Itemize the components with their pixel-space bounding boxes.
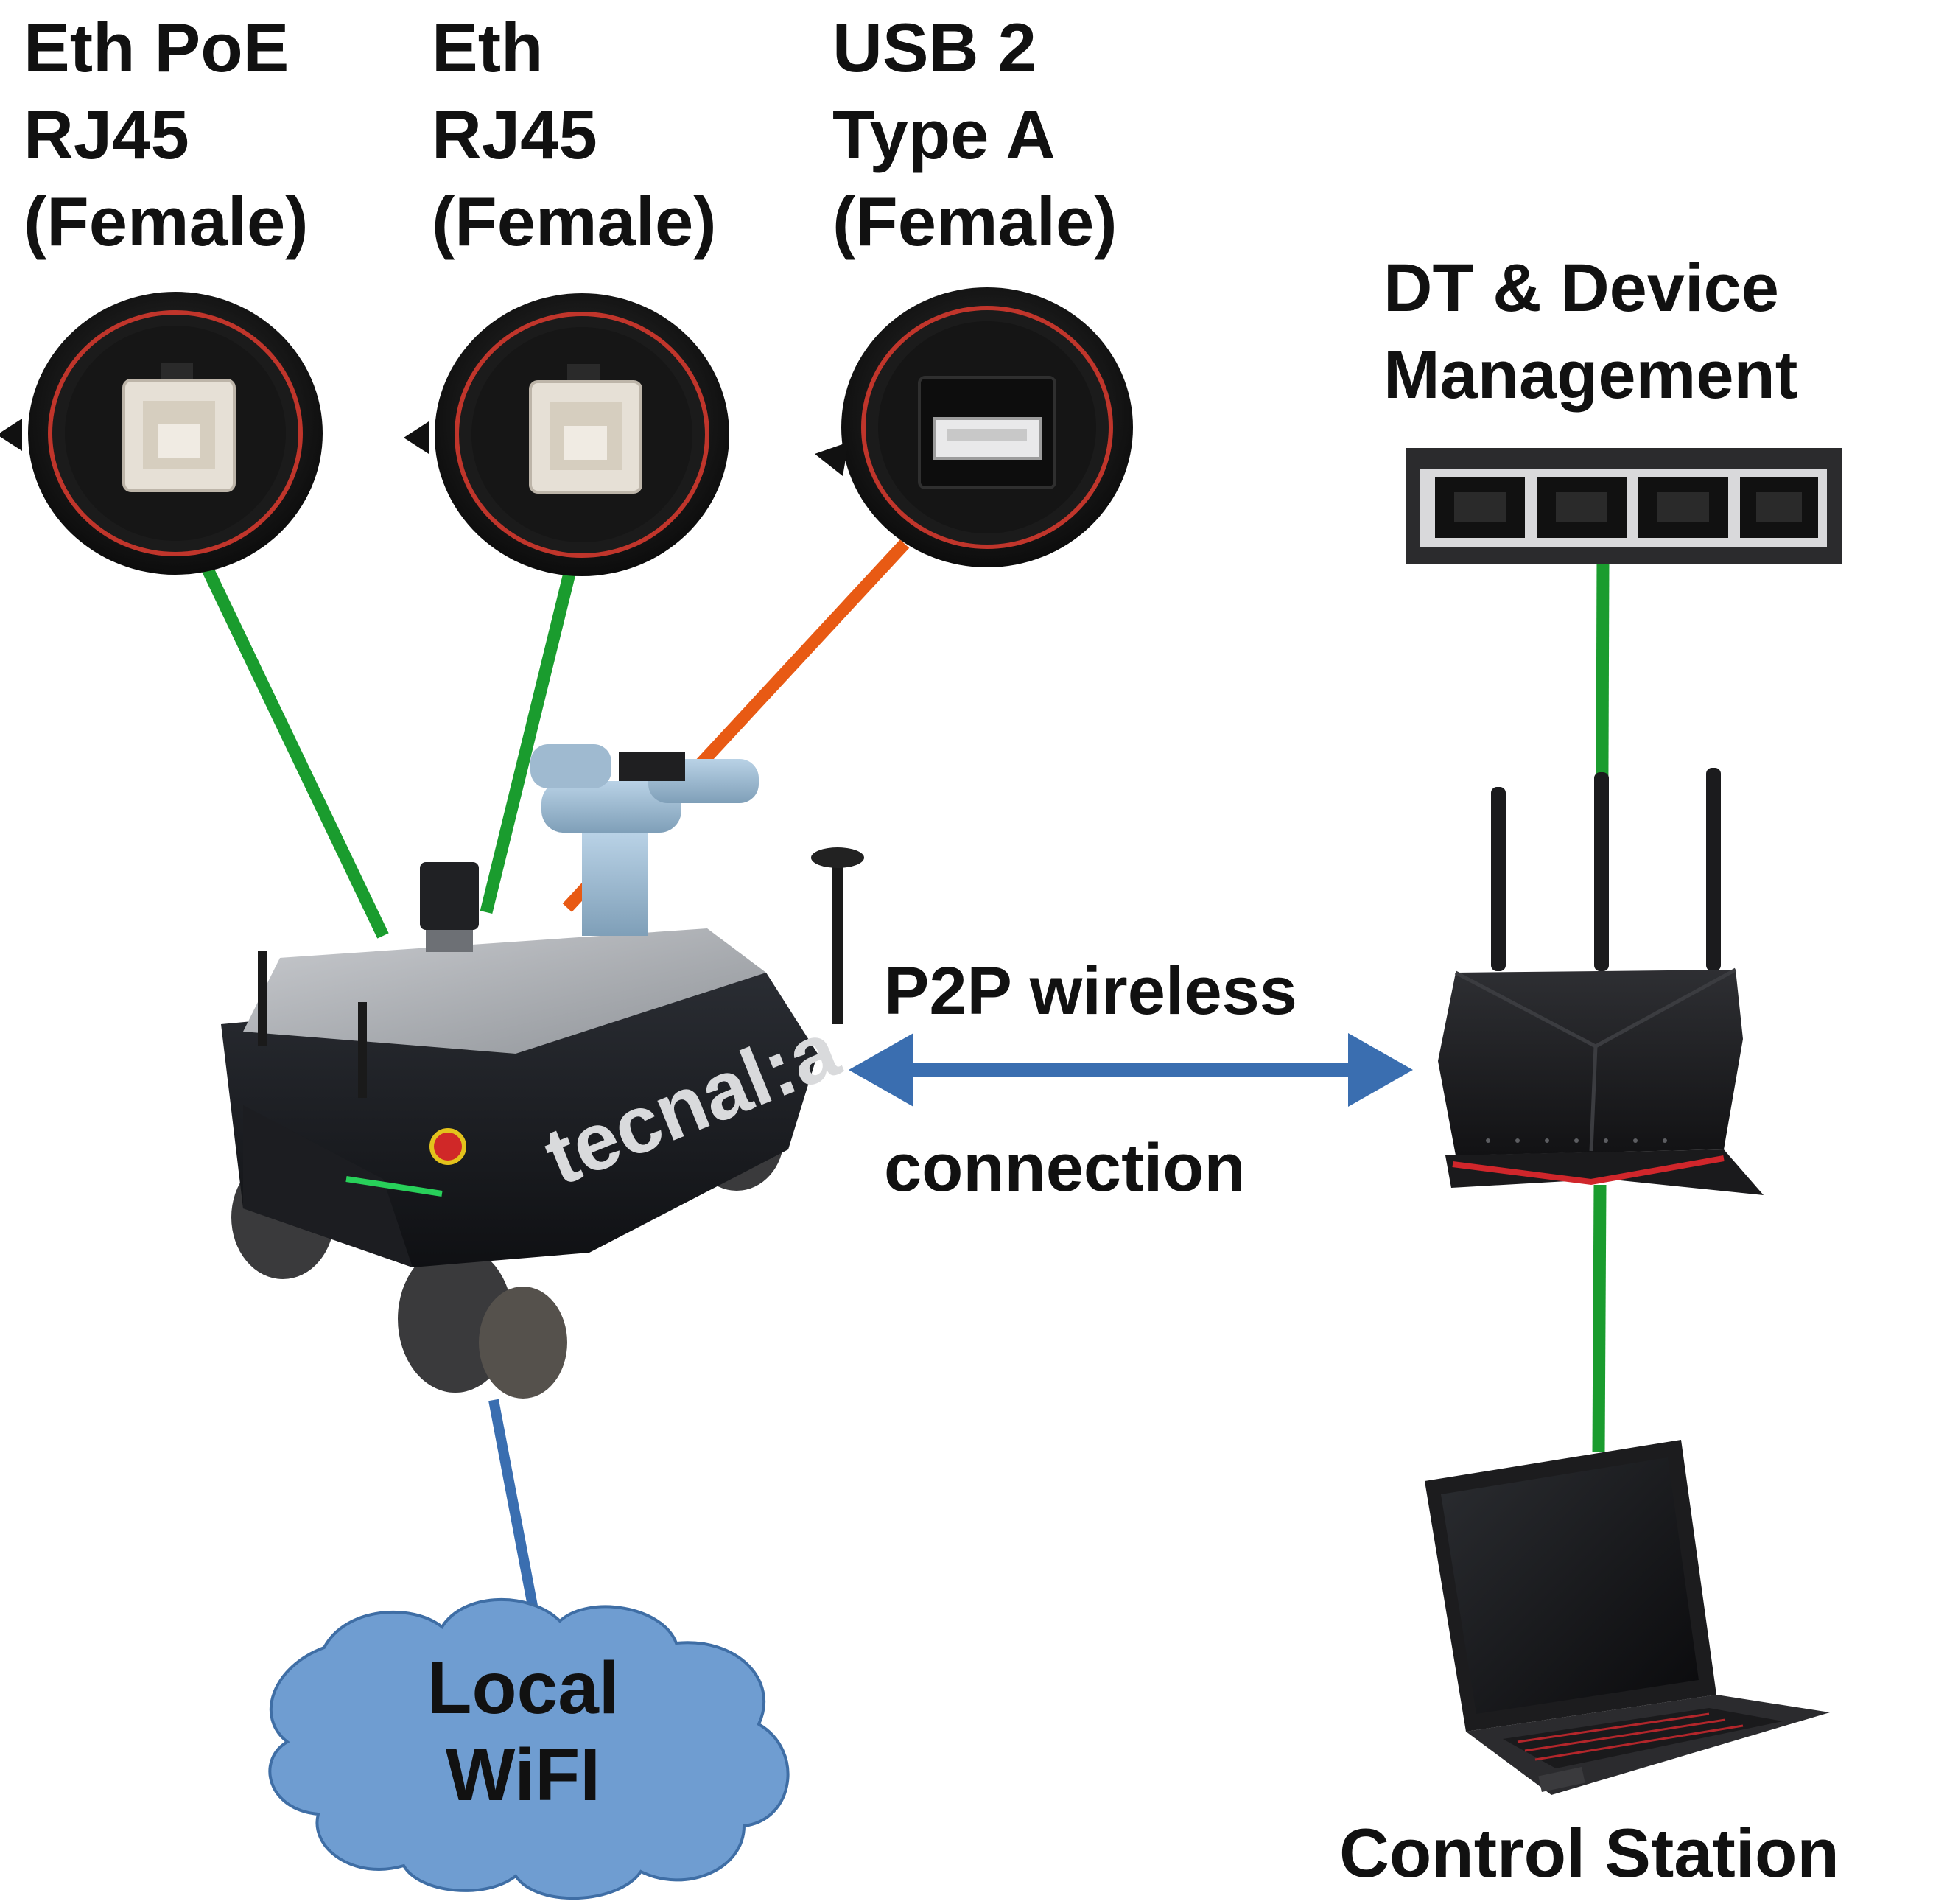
label-line: USB 2: [832, 9, 1036, 86]
links: [194, 539, 1610, 1615]
label-line: (Female): [832, 183, 1118, 260]
label-line: Management: [1383, 337, 1798, 413]
p2p-wireless-arrow: [849, 1033, 1413, 1107]
label-eth-poe-port: Eth PoE RJ45 (Female): [24, 4, 309, 265]
label-line: (Female): [24, 183, 309, 260]
label-line: Local: [427, 1647, 620, 1729]
switch-icon: [1406, 448, 1842, 564]
robot-icon: tecnal:a: [221, 744, 864, 1399]
robot-wifi-link: [488, 1399, 539, 1615]
label-line: Eth PoE: [24, 9, 290, 86]
label-line: (Female): [432, 183, 717, 260]
eth-connector-icon: [404, 293, 729, 576]
router-laptop-link: [1592, 1184, 1607, 1452]
label-p2p-wireless: P2P wireless: [884, 953, 1297, 1029]
poe-ethernet-link: [194, 551, 389, 939]
label-line: RJ45: [24, 96, 189, 173]
label-line: Eth: [432, 9, 544, 86]
label-local-wifi: Local WiFI: [368, 1645, 678, 1819]
poe-connector-icon: [0, 292, 323, 575]
label-control-station: Control Station: [1339, 1814, 1839, 1891]
label-line: Type A: [832, 96, 1056, 173]
eth-ethernet-link: [480, 556, 580, 914]
laptop-icon: [1425, 1440, 1830, 1795]
label-p2p-connection: connection: [884, 1130, 1246, 1205]
usb-connector-icon: [815, 287, 1133, 567]
label-usb-port: USB 2 Type A (Female): [832, 4, 1118, 265]
label-line: DT & Device: [1383, 251, 1779, 326]
router-icon: [1438, 768, 1764, 1195]
label-eth-port: Eth RJ45 (Female): [432, 4, 717, 265]
label-dt-device-management: DT & Device Management: [1383, 245, 1797, 419]
label-line: WiFI: [445, 1734, 601, 1816]
label-line: RJ45: [432, 96, 597, 173]
cloud-icon: [268, 1597, 790, 1900]
